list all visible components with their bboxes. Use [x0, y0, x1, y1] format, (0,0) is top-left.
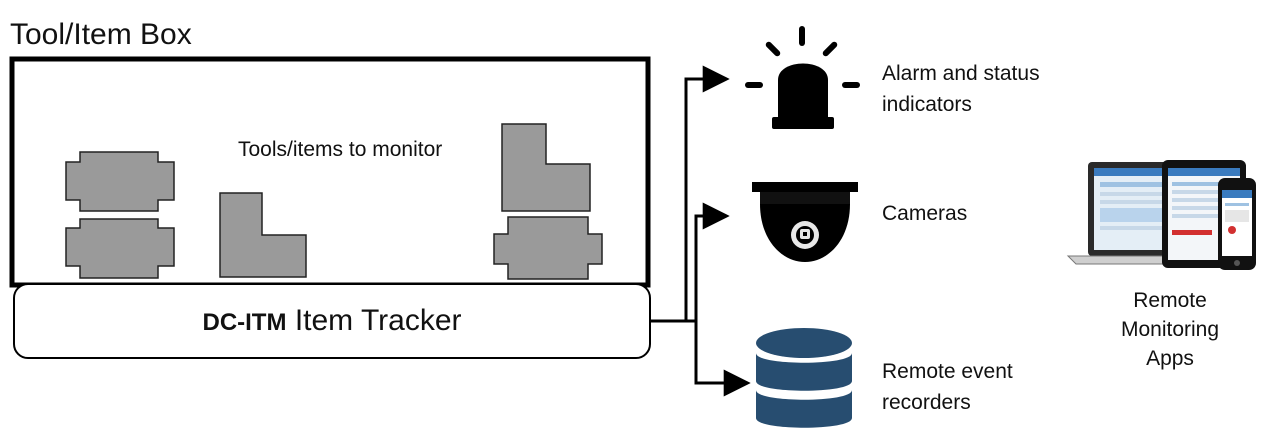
camera-label: Cameras [882, 198, 967, 229]
devices-icon [1066, 160, 1256, 270]
tracker-label: DC-ITM Item Tracker [14, 304, 650, 338]
item-shape [65, 218, 175, 279]
recorder-label: Remote event recorders [882, 356, 1013, 418]
tracker-brand: DC-ITM [202, 309, 287, 336]
camera-label-line1: Cameras [882, 202, 968, 225]
alarm-label: Alarm and status indicators [882, 58, 1040, 120]
alarm-light-icon [745, 26, 860, 129]
item-shape [493, 216, 603, 280]
recorder-label-line2: recorders [882, 391, 971, 414]
recorder-label-line1: Remote event [882, 360, 1013, 383]
monitored-items [65, 123, 603, 280]
apps-label-line2: Monitoring [1120, 318, 1220, 341]
item-shape [501, 123, 591, 212]
tracker-name: Item Tracker [294, 304, 462, 337]
apps-label-line1: Remote [1133, 289, 1207, 312]
apps-label: Remote Monitoring Apps [1100, 286, 1240, 373]
item-shape [219, 192, 307, 278]
box-caption: Tools/items to monitor [238, 138, 443, 161]
connector-lines [650, 65, 751, 397]
box-title: Tool/Item Box [10, 18, 192, 51]
alarm-label-line1: Alarm and status [882, 62, 1040, 85]
dome-camera-icon [752, 182, 858, 262]
alarm-label-line2: indicators [882, 93, 972, 116]
apps-label-line3: Apps [1146, 347, 1194, 370]
database-icon [756, 328, 852, 428]
item-shape [65, 151, 175, 212]
